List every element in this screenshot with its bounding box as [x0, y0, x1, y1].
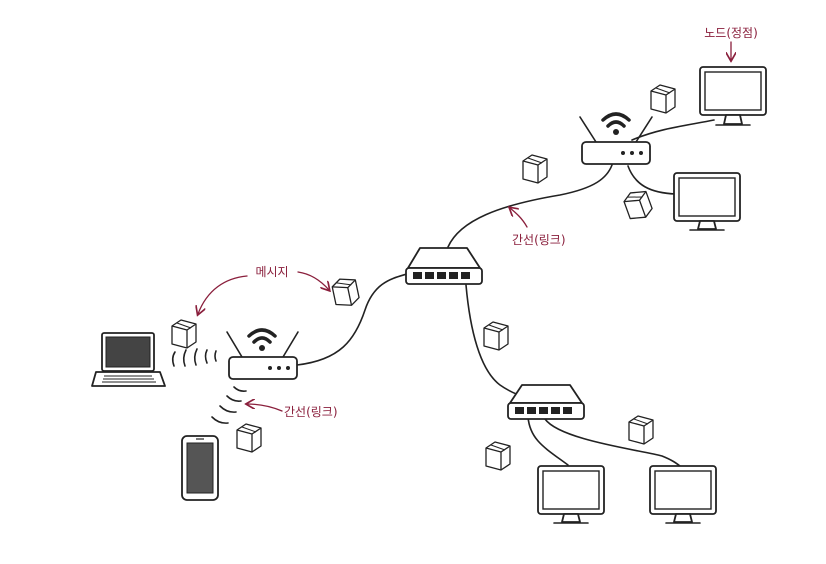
message-box — [650, 84, 676, 114]
smartphone — [181, 435, 219, 501]
monitor-mid-right — [673, 172, 741, 231]
arrow-edge-top — [510, 208, 528, 228]
monitor-bottom-right — [649, 465, 717, 524]
node-label: 노드(정점) — [704, 26, 758, 40]
message-box — [628, 415, 654, 445]
cable-top-router-to-top-monitor — [631, 119, 715, 141]
arrow-edge-bottom — [247, 404, 283, 412]
message-box — [236, 423, 262, 453]
monitor-bottom-left — [537, 465, 605, 524]
cable-bottom-hub-to-left-monitor — [527, 416, 569, 466]
left-router — [226, 328, 299, 380]
arrow-message-left — [198, 275, 248, 314]
cable-left-router-to-center-hub — [296, 272, 411, 366]
edge-label-bottom: 간선(링크) — [284, 405, 338, 419]
message-label: 메시지 — [255, 265, 288, 279]
laptop — [91, 332, 166, 387]
bottom-hub — [507, 384, 585, 420]
cable-top-router-to-mid-monitor — [627, 165, 677, 195]
wireless-signal-to-laptop — [171, 348, 217, 367]
monitor-top-right — [699, 66, 767, 126]
wifi-icon — [601, 112, 631, 135]
arrow-message-right — [297, 271, 329, 290]
message-box — [483, 321, 509, 351]
top-router — [579, 112, 653, 165]
cable-bottom-hub-to-right-monitor — [544, 418, 681, 467]
message-box — [331, 278, 360, 306]
message-box — [522, 154, 548, 184]
cables — [296, 119, 715, 467]
cable-center-hub-to-top-router — [447, 164, 613, 248]
edge-label-top: 간선(링크) — [512, 233, 566, 247]
message-box — [171, 319, 197, 349]
message-box — [623, 190, 653, 220]
wifi-icon — [247, 328, 277, 351]
center-hub — [405, 247, 483, 285]
wireless-signal-to-phone — [211, 386, 247, 424]
message-box — [485, 441, 511, 471]
